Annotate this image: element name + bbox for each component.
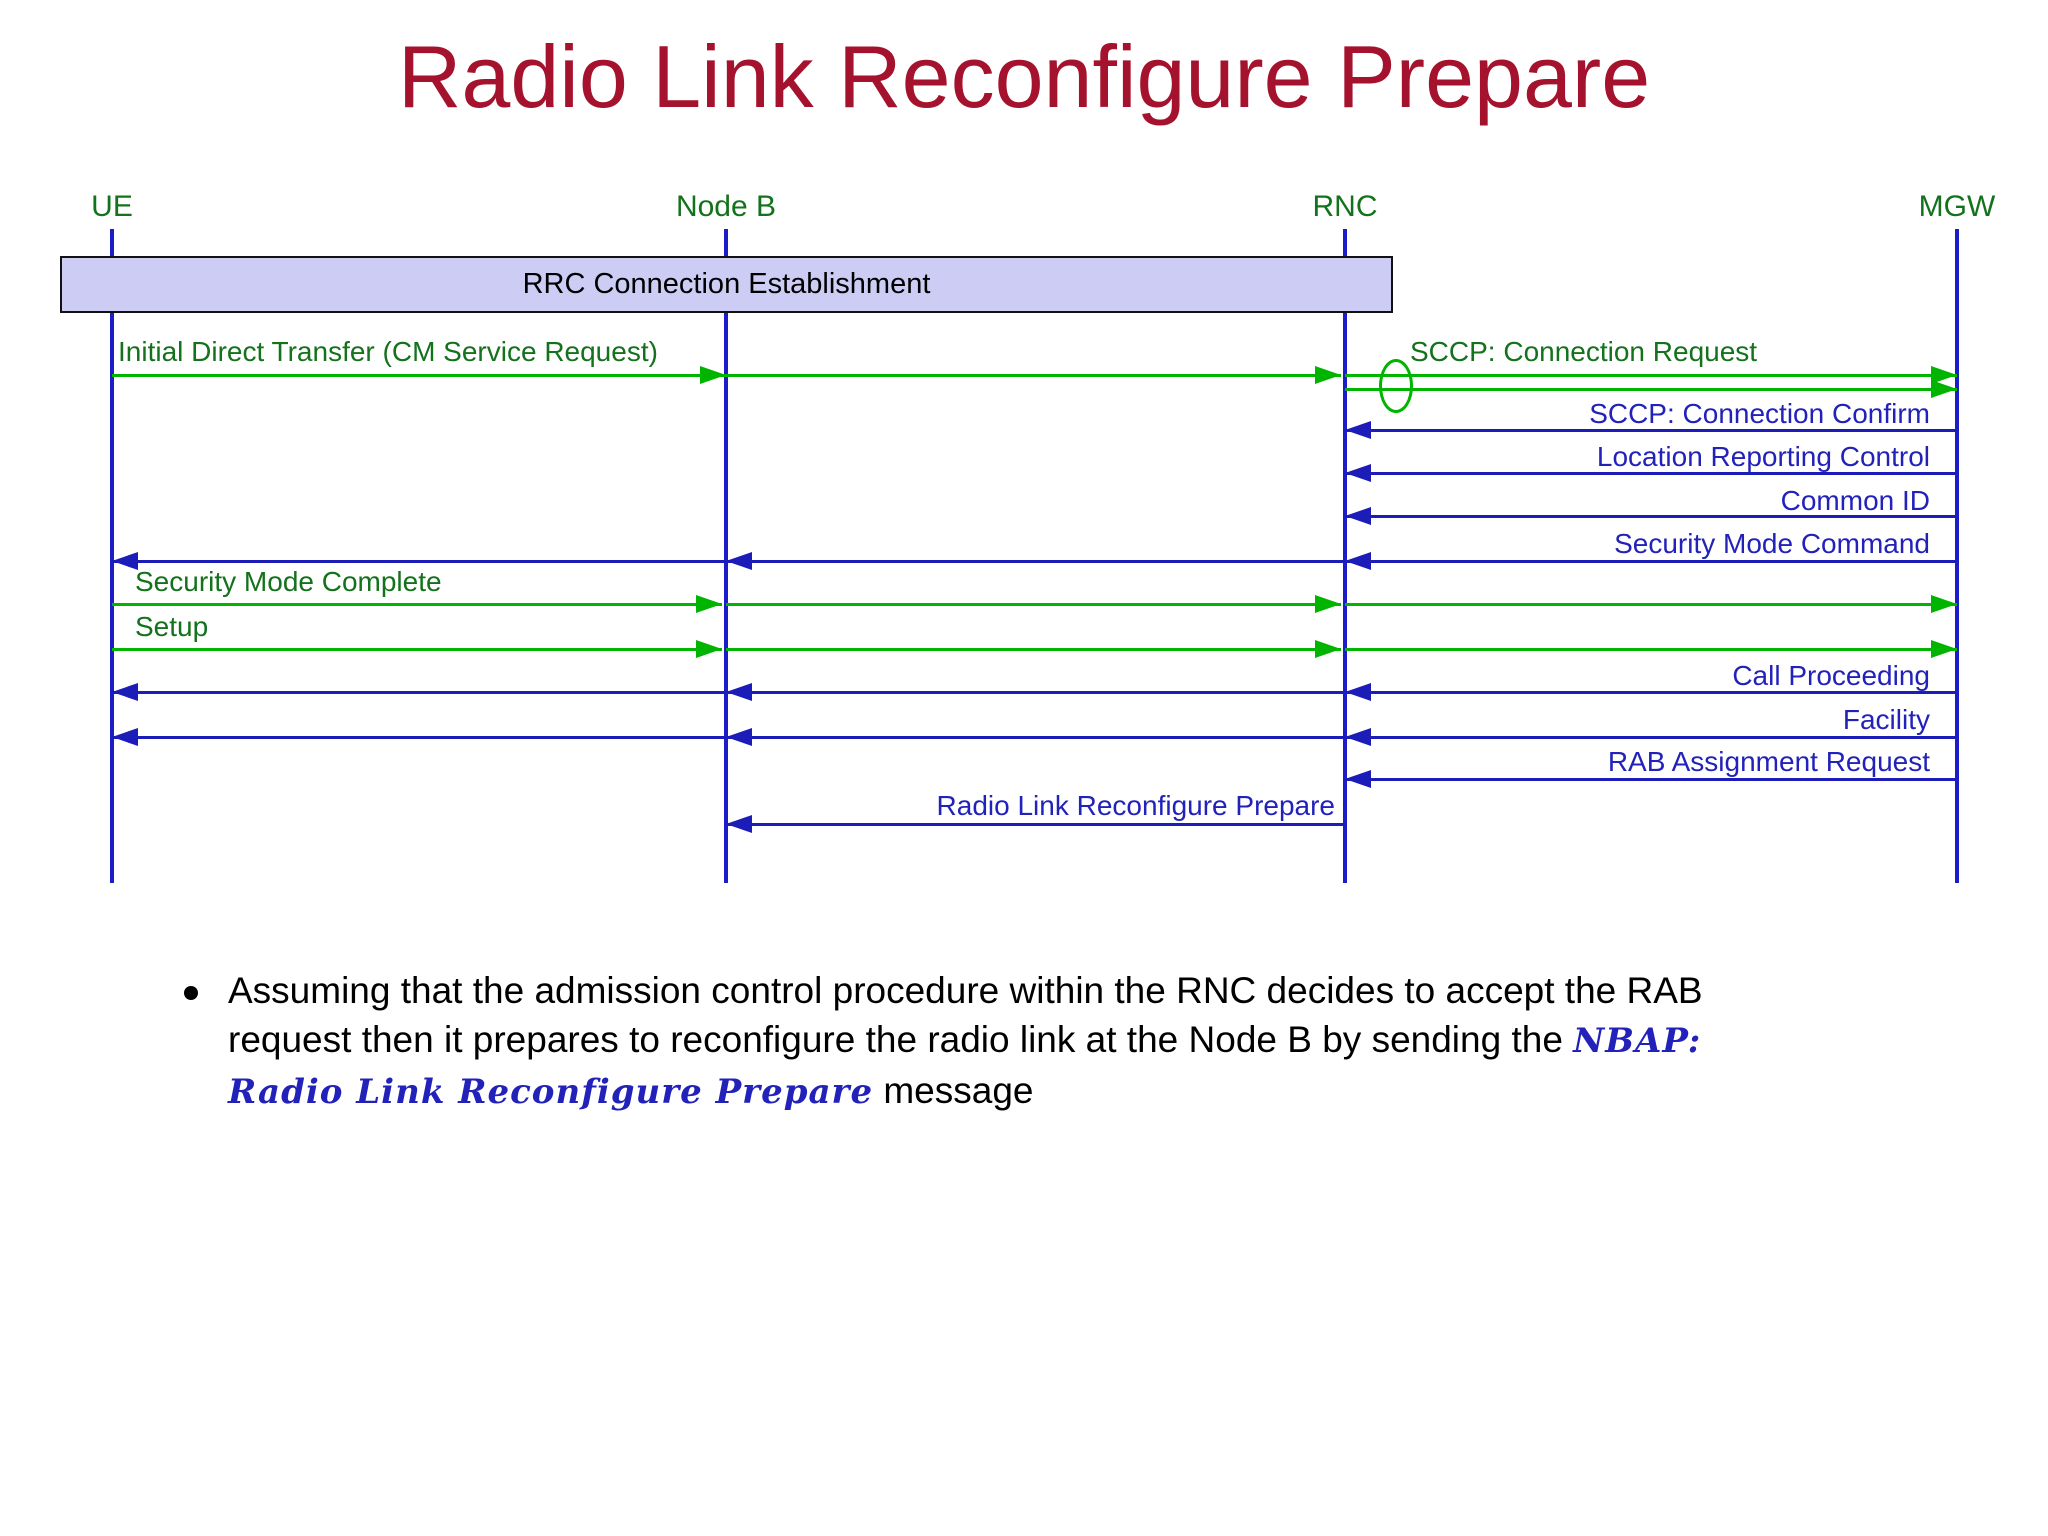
arrowhead-icon	[1345, 421, 1371, 439]
rrc-connection-establishment-box: RRC Connection Establishment	[60, 256, 1393, 313]
lifeline-mgw	[1955, 229, 1959, 883]
bullet-icon	[184, 986, 198, 1000]
arrowhead-icon	[1315, 595, 1341, 613]
message-line-setup	[1345, 648, 1957, 651]
message-label-initial-direct-transfer: Initial Direct Transfer (CM Service Requ…	[118, 336, 658, 367]
arrowhead-icon	[1345, 507, 1371, 525]
message-line-facility	[726, 736, 1345, 739]
arrowhead-icon	[726, 815, 752, 833]
arrowhead-icon	[112, 552, 138, 570]
message-label-security-mode-complete: Security Mode Complete	[135, 566, 442, 597]
sccp-association-ellipse-icon	[1379, 359, 1413, 413]
message-label-rab-assignment-request: RAB Assignment Request	[1607, 746, 1930, 777]
arrowhead-icon	[696, 595, 722, 613]
bullet-paragraph: Assuming that the admission control proc…	[228, 966, 1703, 1117]
message-label-facility: Facility	[1842, 704, 1930, 735]
arrowhead-icon	[696, 640, 722, 658]
message-line-rab-assignment-request	[1345, 778, 1957, 781]
message-line-sccp-connection-confirm	[1345, 429, 1957, 432]
arrowhead-icon	[1931, 640, 1957, 658]
arrowhead-icon	[726, 552, 752, 570]
bullet-line-2: request then it prepares to reconfigure …	[228, 1015, 1703, 1066]
message-line-security-mode-complete	[112, 603, 722, 606]
message-label-common-id: Common ID	[1780, 485, 1930, 516]
message-line-security-mode-complete	[1345, 603, 1957, 606]
bullet-text-1: Assuming that the admission control proc…	[228, 970, 1703, 1011]
message-line-radio-link-reconfigure-prepare	[726, 823, 1345, 826]
actor-label-node-b: Node B	[675, 190, 777, 223]
message-line-security-mode-command	[1345, 560, 1957, 563]
message-label-radio-link-reconfigure-prepare: Radio Link Reconfigure Prepare	[936, 790, 1335, 821]
arrowhead-icon	[112, 728, 138, 746]
message-label-setup: Setup	[135, 611, 209, 642]
message-line-setup	[726, 648, 1341, 651]
arrowhead-icon	[1345, 552, 1371, 570]
message-label-sccp-connection-request: SCCP: Connection Request	[1410, 336, 1758, 367]
message-line-sccp-connection-request	[1345, 388, 1957, 391]
arrowhead-icon	[1931, 380, 1957, 398]
actor-label-mgw: MGW	[1918, 190, 1996, 223]
arrowhead-icon	[1315, 640, 1341, 658]
arrowhead-icon	[1345, 683, 1371, 701]
arrowhead-icon	[1931, 595, 1957, 613]
message-line-security-mode-command	[112, 560, 726, 563]
message-label-security-mode-command: Security Mode Command	[1614, 528, 1930, 559]
actor-label-rnc: RNC	[1312, 190, 1378, 223]
arrowhead-icon	[1345, 770, 1371, 788]
arrowhead-icon	[726, 683, 752, 701]
arrowhead-icon	[726, 728, 752, 746]
message-line-call-proceeding	[112, 691, 726, 694]
arrowhead-icon	[1345, 464, 1371, 482]
message-line-call-proceeding	[726, 691, 1345, 694]
message-label-call-proceeding: Call Proceeding	[1732, 660, 1930, 691]
arrowhead-icon	[112, 683, 138, 701]
message-line-common-id	[1345, 515, 1957, 518]
bullet-text-2: request then it prepares to reconfigure …	[228, 1019, 1574, 1060]
message-line-call-proceeding	[1345, 691, 1957, 694]
bullet-line-1: Assuming that the admission control proc…	[228, 966, 1703, 1015]
message-label-location-reporting-control: Location Reporting Control	[1596, 441, 1930, 472]
radio-link-script-label: Radio Link Reconfigure Prepare	[228, 1072, 874, 1112]
actor-label-ue: UE	[91, 190, 133, 223]
arrowhead-icon	[700, 366, 726, 384]
bullet-line-3: Radio Link Reconfigure Prepare message	[228, 1066, 1703, 1117]
arrowhead-icon	[1931, 366, 1957, 384]
message-line-setup	[112, 648, 722, 651]
message-label-sccp-connection-confirm: SCCP: Connection Confirm	[1589, 398, 1930, 429]
arrowhead-icon	[1345, 728, 1371, 746]
message-line-security-mode-complete	[726, 603, 1341, 606]
slide-title: Radio Link Reconfigure Prepare	[397, 27, 1651, 126]
message-line-security-mode-command	[726, 560, 1345, 563]
message-line-facility	[112, 736, 726, 739]
message-line-facility	[1345, 736, 1957, 739]
message-line-initial-direct-transfer	[112, 374, 726, 377]
message-line-initial-direct-transfer	[726, 374, 1341, 377]
nbap-script-label: NBAP:	[1573, 1021, 1702, 1061]
bullet-text-3: message	[873, 1070, 1034, 1111]
message-line-initial-direct-transfer	[1345, 374, 1957, 377]
message-line-location-reporting-control	[1345, 472, 1957, 475]
arrowhead-icon	[1315, 366, 1341, 384]
